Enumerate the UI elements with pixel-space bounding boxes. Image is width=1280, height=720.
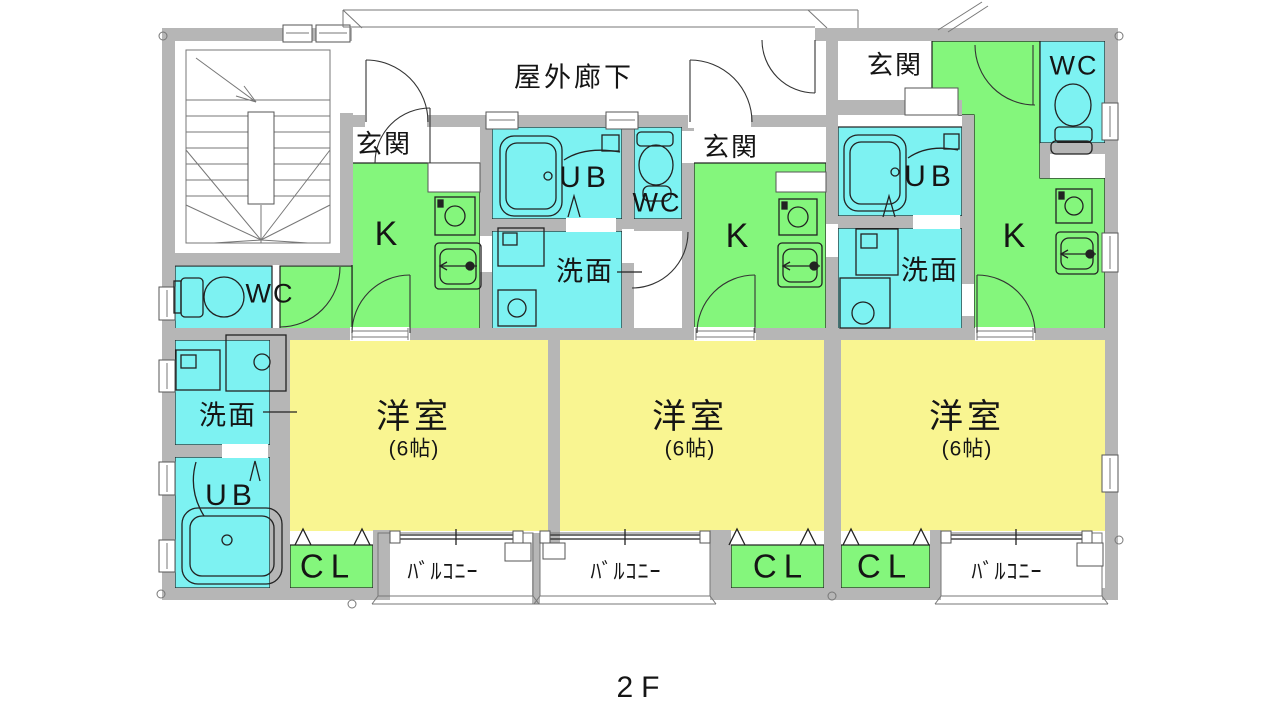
entrance-1-step — [427, 162, 481, 193]
closet-2-area — [730, 544, 825, 589]
toilet-3-symbol — [1050, 83, 1093, 155]
laundry-1-symbol — [497, 227, 545, 327]
toilet-left-label: WC — [245, 278, 295, 309]
washroom-left-label: 洗面 — [199, 400, 257, 431]
entrance-3-step — [904, 87, 959, 116]
laundry-left-symbol — [175, 334, 287, 392]
western-room-2-label: 洋室 — [652, 398, 728, 436]
entrance-2-label: 玄関 — [702, 132, 760, 162]
closet-3-label: CL — [856, 547, 914, 585]
bathtub-1-symbol — [499, 134, 621, 217]
laundry-2-symbol — [839, 228, 899, 329]
fixtures — [173, 83, 1099, 585]
balcony-2-label: ﾊﾞﾙｺﾆｰ — [590, 559, 662, 584]
stairwell — [185, 49, 331, 244]
windows — [158, 24, 1119, 573]
western-room-1-size: (6帖) — [388, 437, 440, 461]
closet-2-label: CL — [752, 547, 810, 585]
entrance-2-step — [775, 171, 827, 193]
western-room-1-label: 洋室 — [376, 398, 452, 436]
corridor-label: 屋外廊下 — [514, 62, 634, 93]
western-room-2-size: (6帖) — [664, 437, 716, 461]
western-room-3-area — [836, 340, 1105, 531]
doors — [279, 39, 1036, 334]
closet-3-area — [840, 544, 931, 589]
western-room-1-area — [290, 340, 548, 531]
kitchen-3-symbol — [1055, 188, 1099, 275]
walls — [162, 28, 1118, 604]
washroom-1-label: 洗面 — [556, 256, 614, 287]
balcony-1-label: ﾊﾞﾙｺﾆｰ — [407, 559, 479, 584]
western-room-3-size: (6帖) — [941, 437, 993, 461]
wall-openings — [222, 99, 1105, 458]
toilet-1-symbol — [636, 131, 674, 202]
unit-bath-1-label: UB — [559, 161, 611, 194]
corridor-eave — [342, 9, 859, 29]
unit-bath-2-label: UB — [904, 160, 956, 193]
washroom-2-label: 洗面 — [901, 255, 959, 286]
closet-1-area — [289, 544, 374, 589]
stair-landing — [247, 111, 275, 205]
washroom-left-area — [174, 339, 271, 446]
floor-title: 2F — [616, 671, 668, 704]
kitchen-2-symbol — [777, 198, 823, 288]
toilet-3-label: WC — [1049, 50, 1099, 81]
unit-bath-left-area — [174, 456, 271, 589]
bathtub-left-symbol — [181, 461, 283, 585]
misc-marks — [156, 1, 1124, 609]
western-room-2-area — [560, 340, 824, 531]
toilet-left-symbol — [173, 276, 245, 318]
kitchen-1-symbol — [434, 196, 482, 290]
closet-1-label: CL — [299, 547, 357, 585]
kitchen-3-label: K — [1002, 217, 1026, 255]
entrance-3-label: 玄関 — [866, 50, 924, 80]
unit-bath-1-area — [491, 126, 623, 220]
balcony-3-label: ﾊﾞﾙｺﾆｰ — [971, 559, 1043, 584]
toilet-1-label: WC — [632, 187, 682, 218]
bathtub-2-symbol — [843, 133, 960, 212]
kitchen-1-label: K — [374, 215, 398, 253]
western-room-3-label: 洋室 — [929, 398, 1005, 436]
unit-bath-left-label: UB — [205, 479, 257, 512]
balconies — [371, 529, 1109, 605]
entrance-1-label: 玄関 — [355, 129, 413, 159]
kitchen-2-label: K — [725, 217, 749, 255]
hall-area-left — [279, 265, 353, 331]
